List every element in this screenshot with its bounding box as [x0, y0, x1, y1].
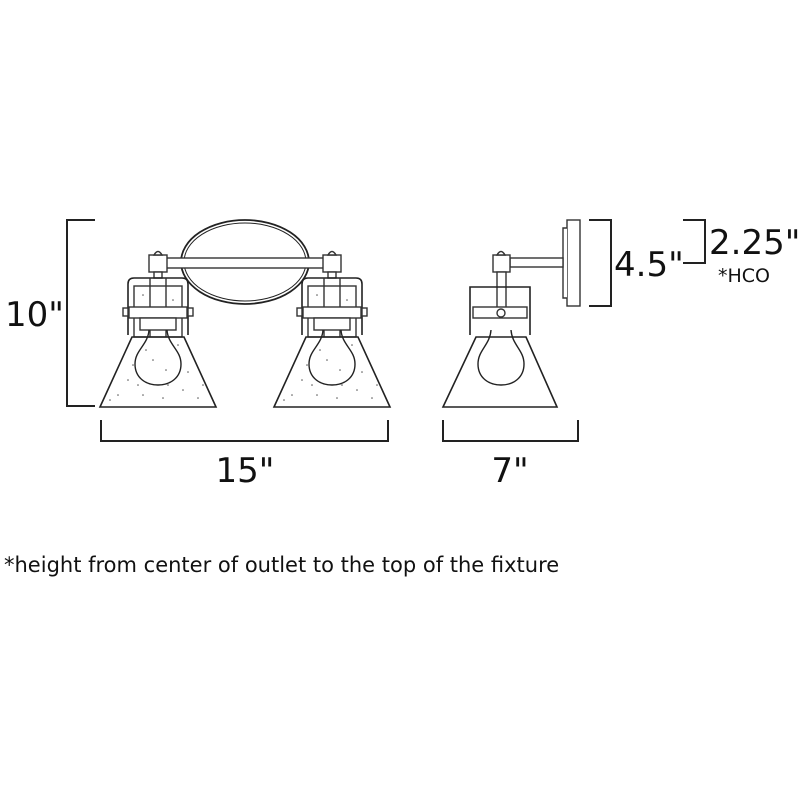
front-view [99, 219, 391, 408]
height-label: 10" [5, 295, 64, 335]
hco-bracket [683, 219, 706, 264]
side-width-bracket [442, 420, 579, 442]
side-arm [509, 257, 564, 268]
backplate-height-label: 4.5" [614, 245, 684, 285]
height-bracket [66, 219, 95, 407]
lamp-left [99, 250, 217, 408]
hco-abbrev: *HCO [718, 265, 770, 287]
backplate-height-bracket [589, 219, 612, 307]
footnote: *height from center of outlet to the top… [4, 553, 559, 577]
lamp-right [273, 250, 391, 408]
front-width-label: 15" [216, 451, 275, 491]
crossbar [165, 257, 327, 269]
side-view [441, 219, 581, 408]
hco-label: 2.25" [709, 223, 800, 263]
side-width-label: 7" [491, 451, 528, 491]
side-backplate [566, 219, 581, 307]
front-width-bracket [100, 420, 389, 442]
